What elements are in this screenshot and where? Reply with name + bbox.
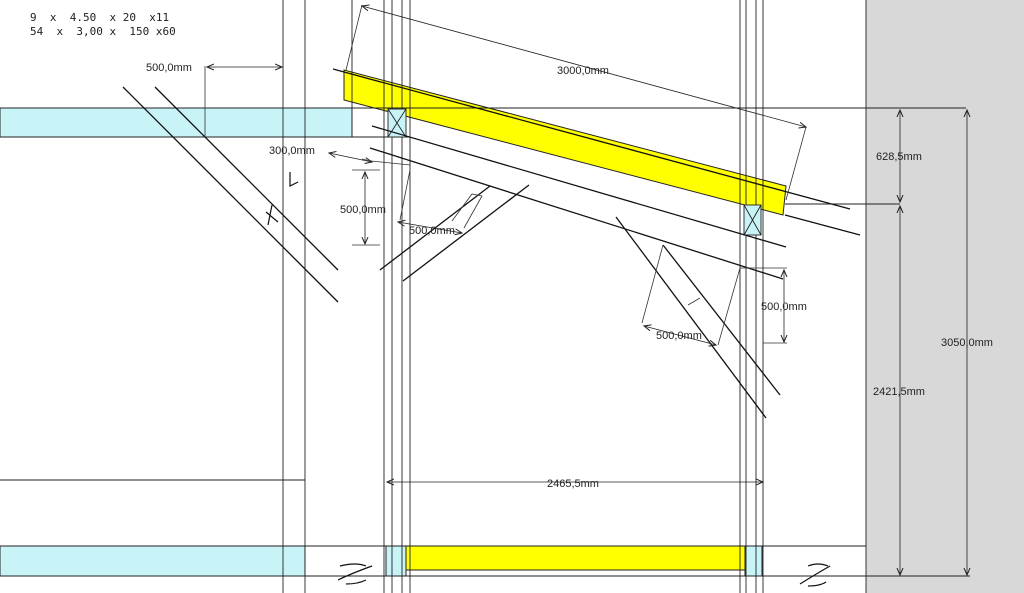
dim-brace-right-vertical: 500,0mm (761, 301, 807, 313)
left-braces (122, 86, 530, 303)
horizontal-lines (0, 107, 970, 577)
floor-beam-left (0, 545, 306, 577)
side-panel (866, 0, 1024, 593)
floor-post-block-right (744, 545, 763, 577)
dim-brace-left-vertical: 500,0mm (340, 204, 386, 216)
dim-height-total: 3050,0mm (941, 337, 993, 349)
dim-span-width: 2465,5mm (547, 478, 599, 490)
dimension-lines (207, 6, 967, 575)
floor-post-block-left (385, 545, 407, 577)
post-block-right (743, 204, 762, 236)
notes-line-1: 9 x 4.50 x 20 x11 (30, 11, 170, 24)
end-marks (265, 172, 831, 587)
dim-offset-small: 300,0mm (269, 145, 315, 157)
dim-height-lower: 2421,5mm (873, 386, 925, 398)
dim-height-upper: 628,5mm (876, 151, 922, 163)
wall-beam-left (0, 107, 353, 138)
floor-joist (405, 545, 746, 571)
dim-brace-right-horizontal: 500,0mm (656, 330, 702, 342)
dim-offset-left: 500,0mm (146, 62, 192, 74)
dim-rafter-length: 3000,0mm (557, 65, 609, 77)
dim-brace-left-horizontal: 500,0mm (409, 225, 455, 237)
notes-line-2: 54 x 3,00 x 150 x60 (30, 25, 176, 38)
right-braces (615, 216, 781, 419)
construction-lines (204, 4, 807, 346)
